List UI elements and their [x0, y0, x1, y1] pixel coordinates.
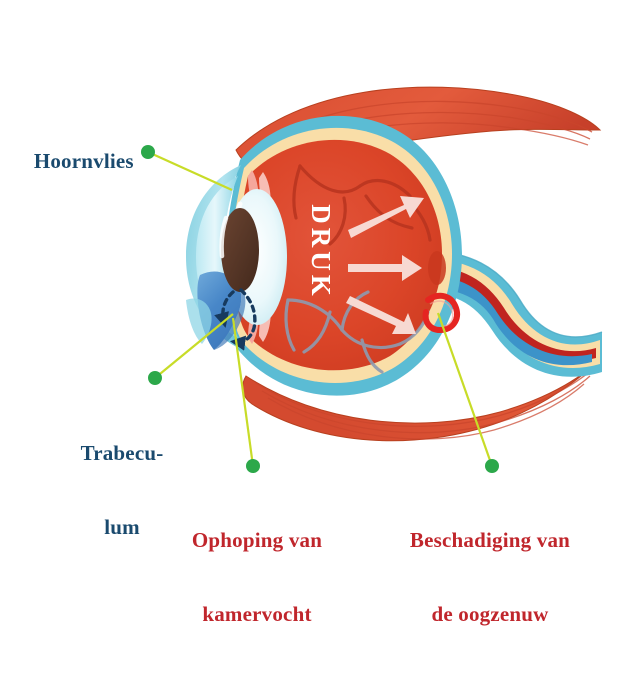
pressure-label-druk: DRUK [306, 204, 336, 300]
eye-cross-section-diagram: DRUK [141, 86, 603, 473]
callout-dot-trabeculum[interactable] [148, 371, 162, 385]
extraocular-muscle-inferior [242, 359, 601, 442]
optic-disc-damage [422, 251, 460, 334]
label-beschadiging-van-de-oogzenuw: Beschadiging van de oogzenuw [382, 478, 598, 676]
label-trabeculum-line1: Trabecu- [80, 440, 164, 465]
label-ophoping-line1: Ophoping van [191, 527, 323, 552]
label-trabeculum-line2: lum [104, 514, 140, 539]
illustration-canvas: DRUK [12, 86, 603, 626]
label-hoornvlies: Hoornvlies [12, 124, 134, 198]
callout-leaders [141, 145, 499, 473]
label-beschadiging-line2: de oogzenuw [431, 601, 549, 626]
retinal-vessels-dark [292, 164, 432, 246]
leader-line-beschadiging [436, 312, 494, 467]
callout-dot-hoornvlies[interactable] [141, 145, 155, 159]
leader-line-hoornvlies [147, 150, 233, 192]
leader-line-ophoping [231, 317, 255, 467]
aqueous-flow-arrows [214, 288, 257, 351]
pressure-arrows [346, 196, 424, 334]
callout-dot-beschadiging[interactable] [485, 459, 499, 473]
callout-dot-ophoping[interactable] [246, 459, 260, 473]
label-beschadiging-line1: Beschadiging van [409, 527, 571, 552]
label-ophoping-line2: kamervocht [202, 601, 312, 626]
label-hoornvlies-text: Hoornvlies [33, 148, 134, 173]
label-ophoping-van-kamervocht: Ophoping van kamervocht [164, 478, 350, 676]
leader-line-trabeculum [154, 313, 234, 379]
svg-text:DRUK: DRUK [306, 204, 336, 300]
label-trabeculum: Trabecu- lum [62, 391, 182, 589]
iris [219, 208, 259, 292]
